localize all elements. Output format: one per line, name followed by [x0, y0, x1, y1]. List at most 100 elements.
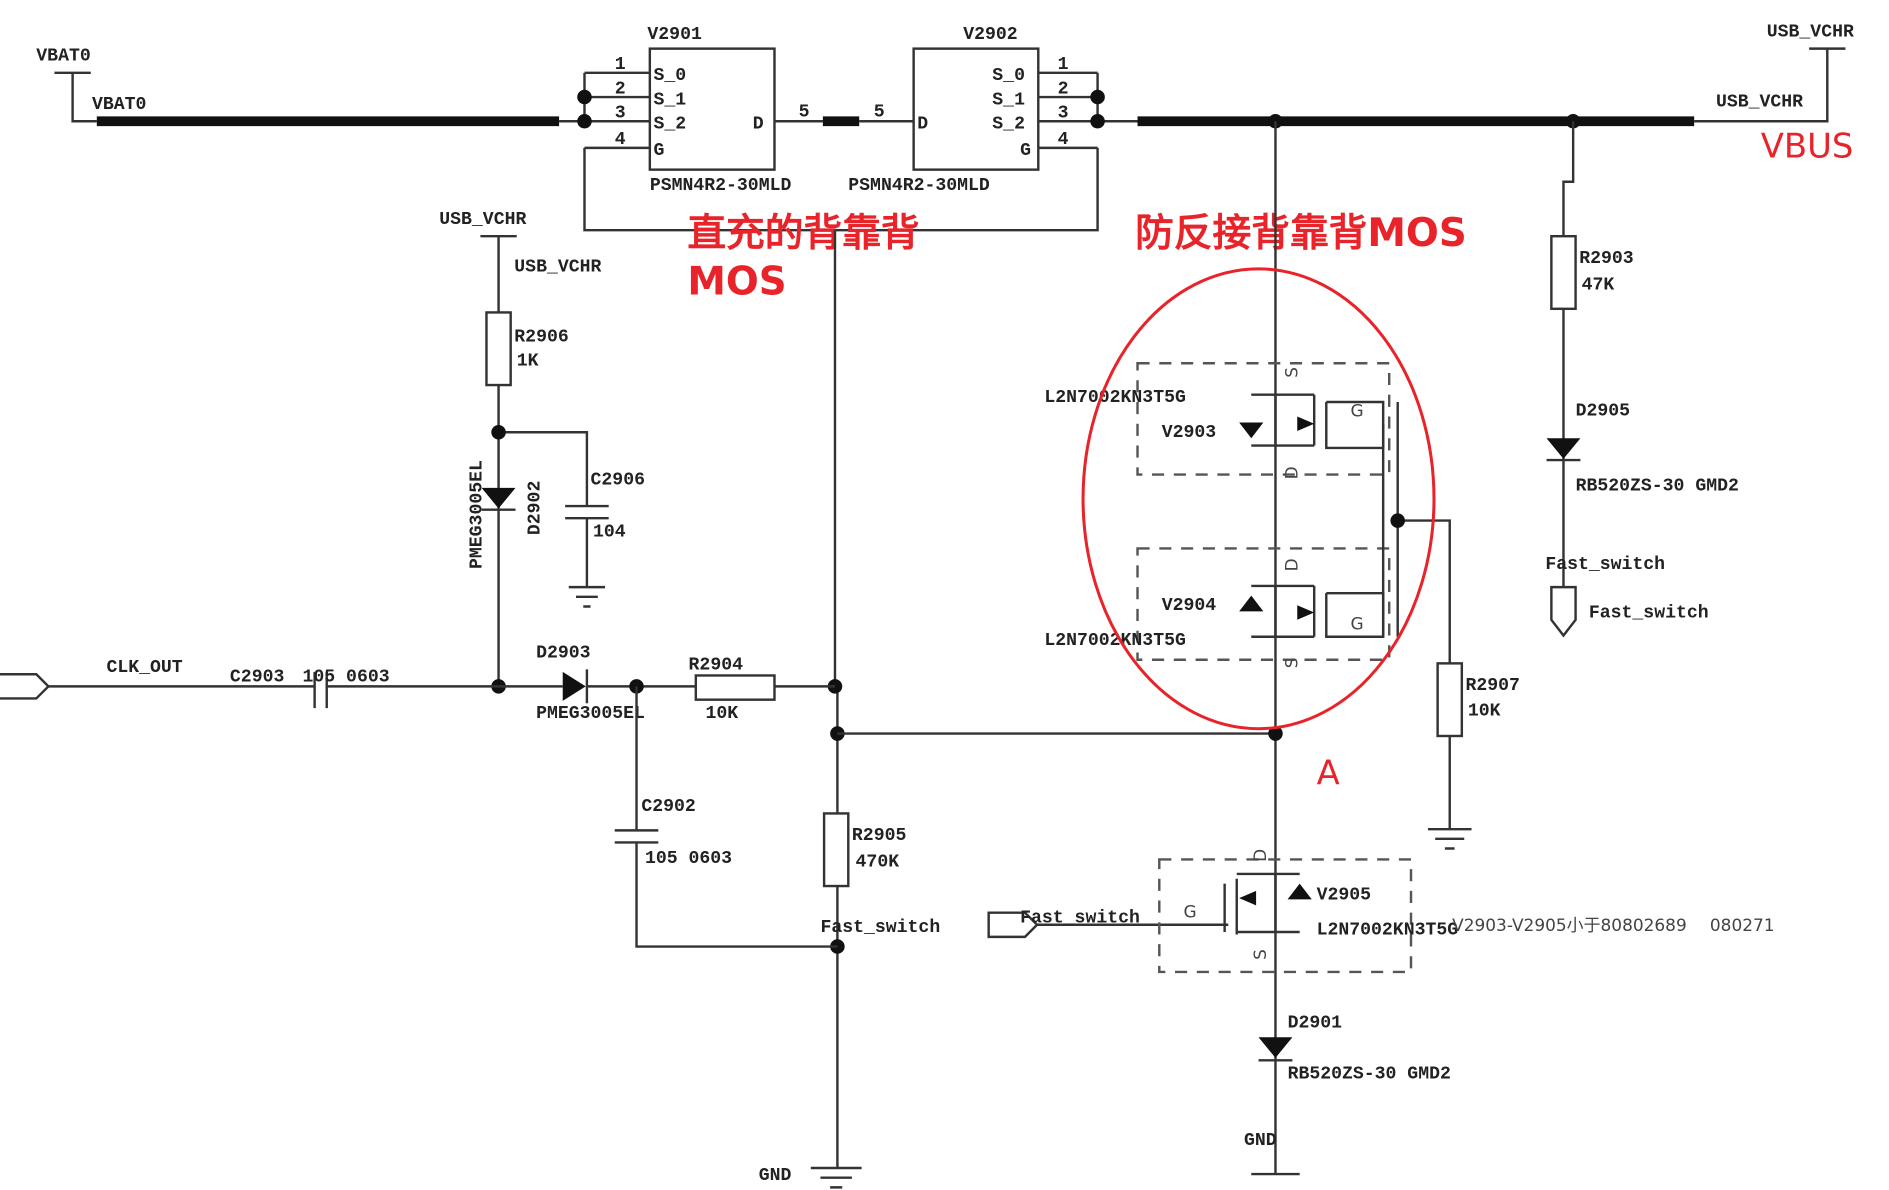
- pin-s1: S_1: [653, 90, 686, 110]
- d2905-ref: D2905: [1576, 401, 1630, 421]
- fast-switch-port[interactable]: [1550, 585, 1577, 638]
- pin-s2: S_2: [653, 114, 686, 134]
- resistor-r2904: [694, 674, 776, 701]
- d2903-part: PMEG3005EL: [536, 704, 645, 724]
- c2903-ref: C2903: [230, 668, 284, 688]
- v2903-s: S: [1281, 367, 1301, 378]
- r2904-value: 10K: [706, 704, 739, 724]
- pin-4: 4: [1058, 130, 1069, 150]
- resistor-r2905: [822, 812, 850, 888]
- fast-switch-label: Fast_switch: [1545, 555, 1665, 575]
- part-note-code: 080271: [1710, 915, 1775, 935]
- r2907-ref: R2907: [1465, 676, 1519, 696]
- v2903-d: D: [1281, 466, 1301, 479]
- pin-2: 2: [615, 79, 626, 99]
- v2903-g: G: [1350, 401, 1363, 421]
- c2902-ref: C2902: [641, 797, 695, 817]
- r2903-value: 47K: [1582, 275, 1615, 295]
- mosfet-v2905: G D S V2905 L2N7002KN3T5G: [1158, 849, 1459, 974]
- c2903-value: 105 0603: [303, 668, 390, 688]
- c2906-value: 104: [593, 522, 626, 542]
- r2905-ref: R2905: [852, 826, 906, 846]
- resistor-r2903: [1550, 234, 1577, 311]
- clk-out-label: CLK_OUT: [106, 658, 182, 678]
- v2904-d: D: [1281, 558, 1301, 571]
- resistor-r2907: [1436, 662, 1464, 738]
- r2907-value: 10K: [1468, 701, 1501, 721]
- v2905-s: S: [1250, 949, 1270, 960]
- usb-vchr-branch: USB_VCHR USB_VCHR R2906 1K PMEG3005EL D2…: [439, 210, 645, 694]
- clk-out-row: CLK_OUT C2903 105 0603 D2903 PMEG3005EL …: [0, 643, 1229, 1189]
- vbat0-net: VBAT0 VBAT0: [36, 47, 560, 127]
- resistor-r2906: [485, 311, 512, 387]
- pin-d: D: [917, 114, 928, 134]
- mosfet-v2904: G D S V2904 L2N7002KN3T5G: [1044, 547, 1391, 668]
- pin-s0: S_0: [653, 66, 686, 86]
- gnd-label: GND: [759, 1166, 792, 1186]
- usb-vchr-flag-label: USB_VCHR: [439, 210, 526, 230]
- c2906-ref: C2906: [591, 470, 645, 490]
- mosfet-v2901: V2901 1 2 3 4 S_0 S_1 S_2 G D PSMN4R2-30…: [559, 25, 914, 196]
- d2905-part: RB520ZS-30 GMD2: [1576, 476, 1739, 496]
- pin-5: 5: [799, 102, 810, 122]
- clk-out-port[interactable]: [0, 673, 51, 700]
- v2905-part: L2N7002KN3T5G: [1317, 920, 1459, 940]
- v2904-ref: V2904: [1162, 596, 1217, 616]
- v2902-ref: V2902: [963, 25, 1017, 45]
- d2903-ref: D2903: [536, 643, 590, 663]
- highlight-ellipse: [1081, 267, 1436, 731]
- usb-vchr-net-label: USB_VCHR: [1716, 93, 1803, 113]
- r2906-value: 1K: [517, 352, 539, 372]
- pin-g: G: [1020, 141, 1031, 161]
- mosfet-v2902: V2902 5 D S_0 S_1 S_2 G 1 2 3 4 PSMN4R2-…: [848, 25, 1138, 196]
- v2904-s: S: [1281, 657, 1301, 668]
- pin-4: 4: [615, 130, 626, 150]
- mosfet-v2903: G S D L2N7002KN3T5G V2903: [1044, 362, 1391, 479]
- v2901-ref: V2901: [647, 25, 702, 45]
- diode-d2905: [1546, 438, 1581, 459]
- pin-s2: S_2: [992, 114, 1025, 134]
- part-note: V2903-V2905小于80802689: [1452, 915, 1687, 935]
- fast-switch-label: Fast_switch: [820, 918, 940, 938]
- pin-g: G: [653, 141, 664, 161]
- direct-charge-annotation-mos: MOS: [687, 259, 786, 304]
- v2905-d: D: [1250, 849, 1270, 862]
- fast-switch-net-label: Fast_switch: [1589, 603, 1709, 623]
- fast-switch-net-label: Fast_switch: [1020, 908, 1140, 928]
- pin-s0: S_0: [992, 66, 1025, 86]
- reverse-protect-annotation: 防反接背靠背MOS: [1135, 211, 1467, 256]
- v2903-ref: V2903: [1162, 423, 1216, 443]
- diode-d2902: [481, 487, 516, 509]
- gnd-label: GND: [1244, 1131, 1277, 1151]
- diode-d2901: [1258, 1037, 1293, 1058]
- vbat0-flag-label: VBAT0: [36, 47, 90, 67]
- d2901-ref: D2901: [1288, 1014, 1343, 1034]
- pin-3: 3: [1058, 104, 1069, 124]
- vbus-annotation: VBUS: [1761, 127, 1854, 166]
- pin-1: 1: [1058, 55, 1069, 75]
- v2903-part: L2N7002KN3T5G: [1044, 388, 1186, 408]
- pin-s1: S_1: [992, 90, 1025, 110]
- v2901-part: PSMN4R2-30MLD: [650, 176, 792, 196]
- usb-vchr-net-label: USB_VCHR: [514, 257, 601, 277]
- d2902-part: PMEG3005EL: [468, 460, 488, 569]
- d2902-ref: D2902: [526, 481, 546, 535]
- fast-switch-port[interactable]: [987, 911, 1039, 939]
- d2901-part: RB520ZS-30 GMD2: [1288, 1064, 1451, 1084]
- c2902-value: 105 0603: [645, 849, 732, 869]
- r2906-ref: R2906: [514, 327, 568, 347]
- v2904-g: G: [1350, 613, 1363, 633]
- usb-vchr-flag-label: USB_VCHR: [1767, 23, 1854, 43]
- pin-d: D: [753, 114, 764, 134]
- v2902-part: PSMN4R2-30MLD: [848, 176, 990, 196]
- r2904-ref: R2904: [689, 655, 744, 675]
- node-a-annotation: A: [1317, 753, 1340, 792]
- v2904-part: L2N7002KN3T5G: [1044, 631, 1186, 651]
- pin-3: 3: [615, 104, 626, 124]
- pin-1: 1: [615, 55, 626, 75]
- pin-5: 5: [874, 102, 885, 122]
- r2905-value: 470K: [856, 853, 900, 873]
- v2905-g: G: [1183, 901, 1196, 921]
- r2903-ref: R2903: [1579, 249, 1633, 269]
